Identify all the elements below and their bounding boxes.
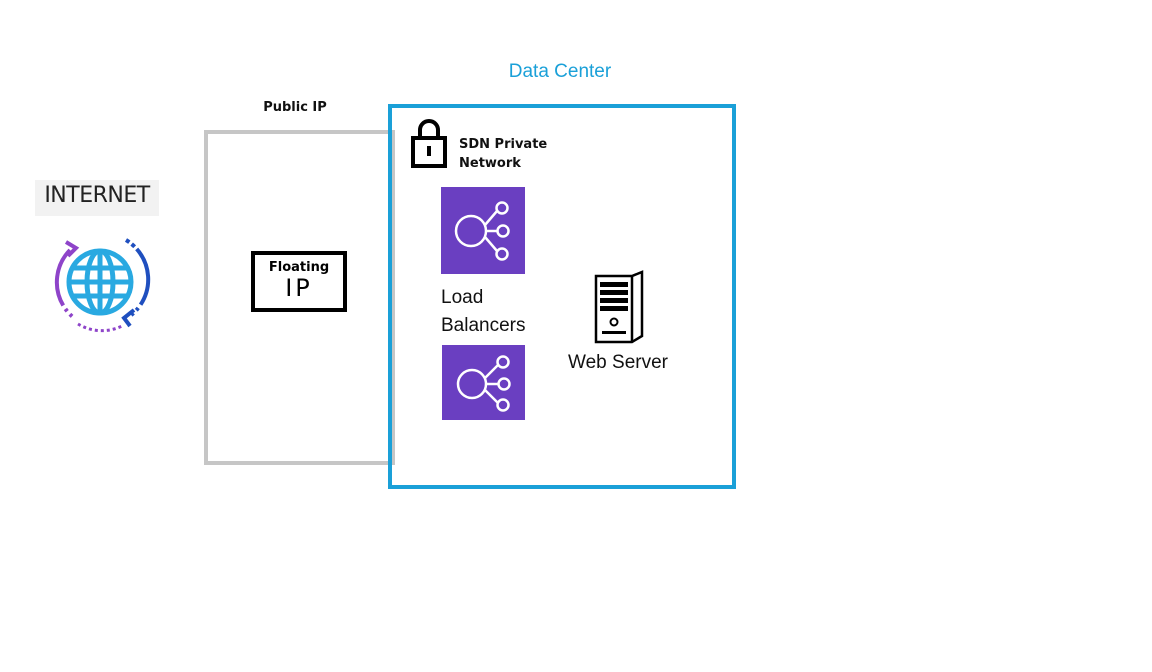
lock-icon [411, 119, 447, 168]
public-ip-title: Public IP [263, 100, 327, 115]
sdn-private-network-label: SDN Private Network [459, 135, 569, 173]
sdn-label-line1: SDN Private [459, 137, 548, 152]
internet-label-background [35, 180, 159, 216]
server-icon [594, 270, 644, 344]
load-balancers-label: Load Balancers [441, 284, 551, 340]
globe-refresh-icon [54, 238, 151, 333]
load-balancer-tile-2 [442, 345, 525, 420]
internet-label: INTERNET [44, 183, 150, 208]
web-server-label: Web Server [568, 352, 668, 373]
floating-ip-label-line1: Floating [268, 260, 330, 275]
load-balancer-tile-1 [441, 187, 525, 274]
load-balancer-icon [454, 201, 510, 261]
public-ip-zone [204, 130, 395, 465]
floating-ip-box [251, 251, 347, 312]
load-balancers-label-line2: Balancers [441, 315, 526, 336]
sdn-label-line2: Network [459, 156, 521, 171]
floating-ip-label-line2: IP [285, 274, 313, 302]
data-center-title: Data Center [508, 61, 612, 82]
load-balancers-label-line1: Load [441, 287, 484, 308]
data-center-zone [388, 104, 736, 489]
load-balancer-icon [456, 355, 511, 412]
